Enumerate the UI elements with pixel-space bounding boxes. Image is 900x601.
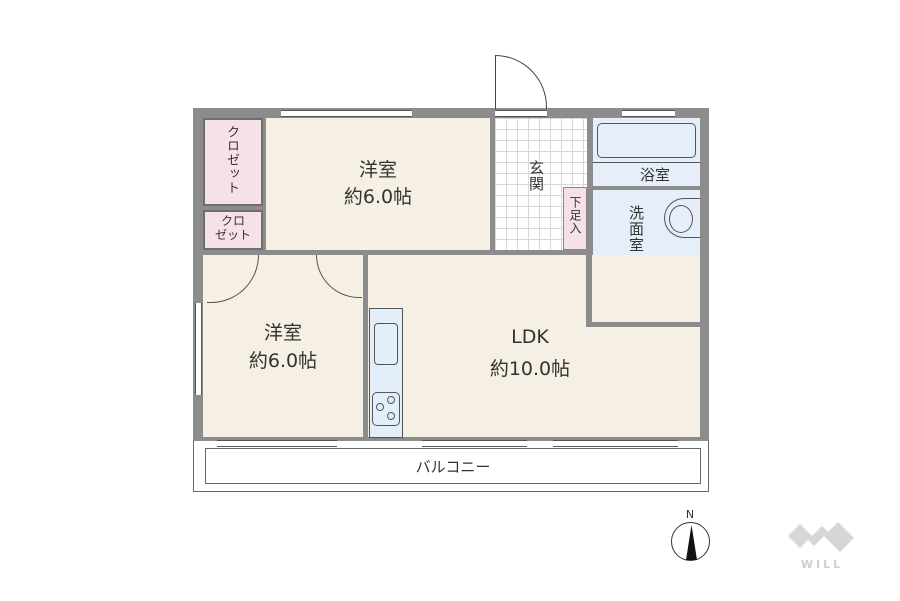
sink-icon xyxy=(664,198,700,238)
balcony-inner xyxy=(205,448,701,484)
ldk-name: LDK xyxy=(511,326,549,348)
western-room-1-size: 約6.0帖 xyxy=(343,186,413,208)
ldk-corner-fill xyxy=(368,255,586,323)
closet-small-label-2: ゼット xyxy=(214,228,251,242)
entrance-door-swing xyxy=(495,55,547,109)
bathroom-label: 浴室 xyxy=(639,166,670,184)
compass-icon xyxy=(671,522,710,561)
window-bottom-western-2 xyxy=(217,440,337,447)
bathtub xyxy=(597,123,696,158)
western-room-1 xyxy=(266,118,490,250)
western-room-2-name: 洋室 xyxy=(263,322,302,344)
window-left-western-2 xyxy=(195,303,202,395)
closet-small-label-1: クロ xyxy=(220,214,245,228)
sink-bowl-icon xyxy=(669,205,693,233)
closet-large-label: クロゼット xyxy=(224,125,239,195)
kitchen-sink-icon xyxy=(374,323,398,365)
stove-icon xyxy=(372,392,400,426)
shoe-box xyxy=(563,187,587,250)
balcony-label: バルコニー xyxy=(415,458,491,476)
compass-north-label: N xyxy=(685,508,695,521)
window-bath-top xyxy=(622,110,675,117)
ldk-size: 約10.0帖 xyxy=(489,358,571,380)
closet-large xyxy=(203,118,263,206)
washroom-label: 洗面室 xyxy=(627,205,645,253)
wet-area-wall xyxy=(586,255,592,327)
window-bottom-ldk-1 xyxy=(422,440,527,447)
will-logo-text: WILL xyxy=(800,558,844,571)
burner-icon xyxy=(387,412,395,420)
western-room-2-size: 約6.0帖 xyxy=(248,350,318,372)
entrance-label: 玄関 xyxy=(527,160,545,192)
bathtub-divider xyxy=(593,162,700,163)
shoe-box-label: 下足入 xyxy=(568,196,582,235)
wet-area-bottom-wall xyxy=(586,322,704,327)
burner-icon xyxy=(376,403,384,411)
burner-icon xyxy=(387,396,395,404)
north-arrow-icon xyxy=(686,525,697,560)
window-entrance-top xyxy=(495,110,547,117)
western-room-1-name: 洋室 xyxy=(358,159,397,181)
window-bottom-ldk-2 xyxy=(553,440,678,447)
window-top-western-1 xyxy=(281,110,412,117)
closet-small xyxy=(203,210,263,250)
will-logo-icon xyxy=(788,522,856,556)
